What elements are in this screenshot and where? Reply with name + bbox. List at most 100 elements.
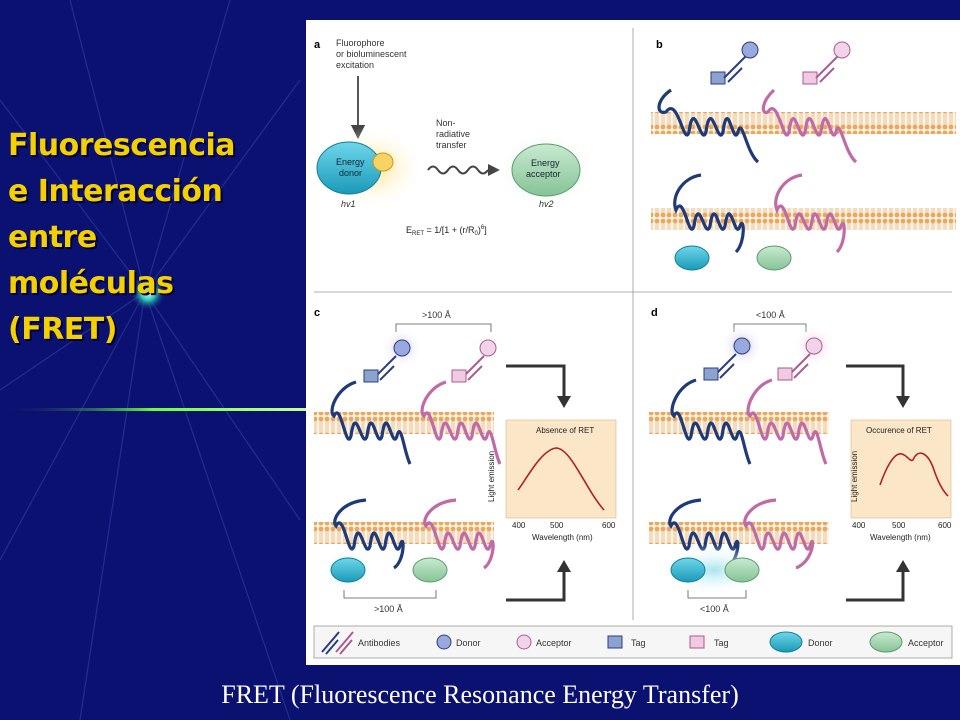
donor-protein-b [674, 245, 710, 271]
donor-protein-legend-icon [769, 631, 803, 653]
tag-blue-b [710, 71, 726, 85]
plot-d-tick-400: 400 [852, 521, 866, 530]
distance-bracket-c-top [395, 323, 492, 332]
flow-arrow-c-top [506, 364, 566, 400]
tag-blue-c [363, 369, 379, 383]
transfer-label-1: Non- [436, 118, 456, 128]
acceptor-protein-d [724, 557, 760, 583]
donor-dot-d [733, 337, 751, 355]
plot-d-tick-500: 500 [892, 521, 906, 530]
flow-arrow-c-top-head [557, 396, 571, 408]
transfer-label-2: radiative [436, 129, 470, 139]
flow-arrow-c-bottom-head [557, 560, 571, 572]
panel-d-letter: d [651, 307, 658, 319]
legend-donor-large: Donor [808, 638, 833, 648]
tag-pink-c [451, 369, 467, 383]
panel-b-letter: b [656, 39, 663, 51]
acceptor-protein-b [756, 245, 792, 271]
fret-equation: ERET = 1/[1 + (r/R0)6] [406, 225, 487, 237]
plot-c-curve [517, 447, 605, 511]
panel-c: c >100 Å >100 Å Absence of RET Light emi… [314, 307, 617, 614]
membrane-d-bottom [649, 522, 829, 544]
hv2-label: hv2 [539, 199, 554, 209]
plot-d-title: Occurence of RET [866, 426, 932, 435]
acceptor-dot-b [833, 41, 851, 59]
acceptor-protein-legend-icon [869, 631, 903, 653]
plot-c-tick-400: 400 [512, 521, 526, 530]
title-line-5: (FRET) [8, 312, 117, 347]
plot-d-tick-600: 600 [938, 521, 952, 530]
legend-acceptor-large: Acceptor [908, 638, 944, 648]
legend-antibodies: Antibodies [358, 638, 401, 648]
panel-c-letter: c [314, 307, 320, 319]
plot-d-ylabel: Light emission [850, 451, 859, 502]
plot-c-title: Absence of RET [536, 426, 594, 435]
plot-c-tick-500: 500 [550, 521, 564, 530]
plot-c-ylabel: Light emission [487, 451, 496, 502]
transfer-wave [427, 165, 489, 175]
slide-caption: FRET (Fluorescence Resonance Energy Tran… [221, 680, 739, 709]
tag-pink-d [777, 367, 793, 381]
panel-a: a Fluorophore or bioluminescent excitati… [314, 38, 598, 237]
membrane-c-bottom [314, 522, 494, 544]
distance-label-d-bottom: <100 Å [700, 604, 729, 614]
hv1-label: hv1 [341, 199, 356, 209]
title-line-3: entre [8, 220, 97, 255]
fluorophore-dot [372, 152, 394, 172]
energy-donor-label-1: Energy [336, 157, 365, 167]
plot-c-tick-600: 600 [602, 521, 616, 530]
antibody-legend-icon-pink [335, 631, 354, 655]
tag-pink-legend-icon [689, 635, 705, 649]
plot-d-xlabel: Wavelength (nm) [870, 533, 931, 542]
donor-dot-c [393, 339, 411, 357]
panel-a-letter: a [314, 39, 321, 51]
legend-box [313, 625, 953, 659]
plot-c-xlabel: Wavelength (nm) [532, 533, 593, 542]
energy-acceptor-label-1: Energy [531, 158, 560, 168]
fret-figure-svg: a Fluorophore or bioluminescent excitati… [313, 28, 956, 659]
tag-blue-d [703, 367, 719, 381]
flow-arrow-c-bottom [506, 568, 566, 602]
antibody-pink-c [463, 355, 485, 381]
figure-legend: Antibodies Donor Acceptor Tag Tag Donor … [313, 625, 953, 659]
legend-tag-pink: Tag [714, 638, 729, 648]
flow-arrow-d-bottom-head [896, 560, 910, 572]
antibody-pink-b [815, 55, 839, 83]
energy-donor-label-2: donor [339, 168, 362, 178]
excitation-label-2: or bioluminescent [336, 49, 407, 59]
donor-protein-c [330, 557, 366, 583]
acceptor-legend-icon [516, 634, 532, 650]
flow-arrow-d-bottom [846, 568, 905, 602]
receptor-pink-c-bottom [423, 498, 495, 570]
slide-title: Fluorescencia e Interacción entre molécu… [8, 123, 298, 353]
panel-b: b [651, 39, 956, 271]
receptor-blue-c-top [330, 380, 412, 465]
excitation-label-1: Fluorophore [336, 38, 385, 48]
acceptor-dot-c [479, 339, 497, 357]
fret-glow-d [666, 544, 762, 596]
title-line-1: Fluorescencia [8, 128, 236, 163]
receptor-pink-d-top [746, 378, 828, 465]
excitation-label-3: excitation [336, 60, 374, 70]
energy-acceptor-shape [511, 143, 581, 197]
fret-figure: a Fluorophore or bioluminescent excitati… [306, 20, 960, 665]
receptor-pink-d-bottom [743, 498, 815, 570]
flow-arrow-d-top [846, 364, 905, 400]
receptor-blue-c-bottom [333, 498, 405, 570]
receptor-pink-c-top [420, 380, 502, 465]
title-line-2: e Interacción [8, 174, 223, 209]
tag-blue-legend-icon [607, 635, 623, 649]
receptor-pink-b-top [761, 88, 858, 164]
tag-pink-b [802, 71, 818, 85]
donor-dot-b [741, 41, 759, 59]
receptor-blue-d-top [670, 378, 752, 465]
legend-acceptor-small: Acceptor [536, 638, 572, 648]
legend-tag-blue: Tag [631, 638, 646, 648]
antibody-legend-icon-blue [321, 631, 340, 655]
donor-legend-icon [436, 634, 452, 650]
flow-arrow-d-top-head [896, 396, 910, 408]
panel-d: d <100 Å <100 Å Occurence of RET Light e… [649, 307, 952, 614]
acceptor-protein-c [412, 557, 448, 583]
distance-bracket-d-bottom [687, 590, 747, 599]
